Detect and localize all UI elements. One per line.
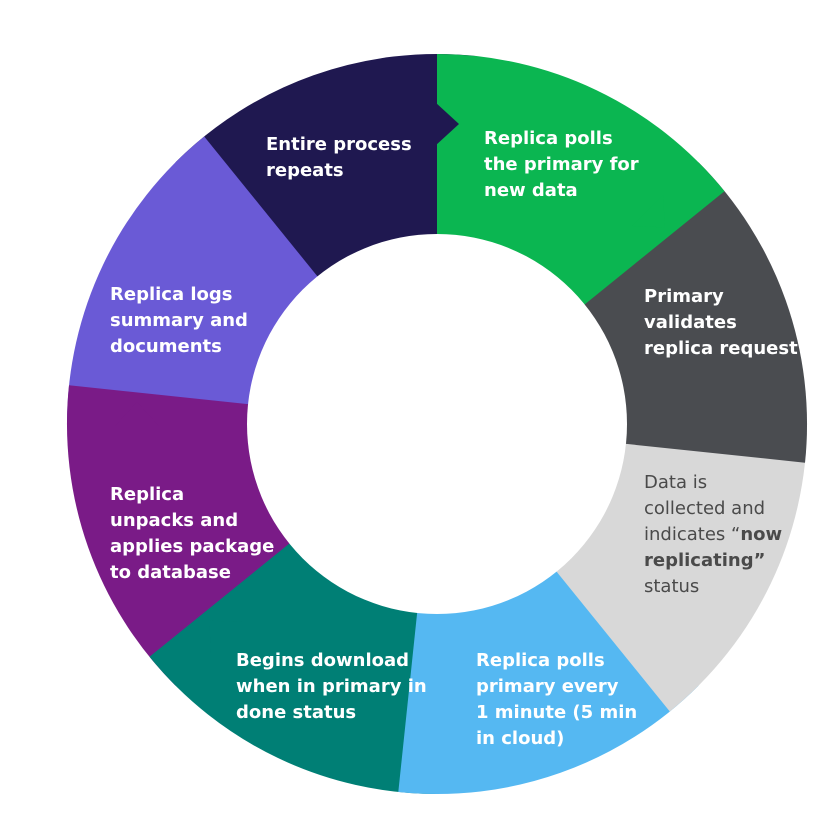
label-entire-process-repeats: Entire process repeats [266, 134, 412, 181]
label-data-collected-pre: Data is collected and indicates “ [644, 472, 766, 545]
label-now-replicating: now replicating” [644, 524, 783, 571]
label-primary-validates-replica-request: Primary validates replica request [644, 286, 798, 359]
label-begins-download: Begins download when in primary in done … [236, 650, 427, 723]
arrow-notch-s8 [435, 102, 459, 146]
label-replica-logs-summary: Replica logs summary and documents [110, 284, 248, 357]
label-replica-polls-every-minute: Replica polls primary every 1 minute (5 … [476, 650, 638, 749]
arrow-notch-s2 [715, 422, 759, 446]
arrow-notch-s1 [632, 194, 665, 228]
label-replica-unpacks-applies-package: Replica unpacks and applies package to d… [110, 484, 275, 583]
arrow-notch-s6 [115, 402, 159, 426]
label-replica-polls-primary-for-new-data: Replica polls the primary for new data [484, 128, 639, 201]
center-hole [247, 234, 627, 614]
arrow-notch-s5 [209, 620, 242, 654]
label-data-collected-now-replicating: Data is collected and indicates “now rep… [644, 470, 782, 600]
label-data-collected-post: status [644, 576, 700, 597]
arrow-notch-s4 [415, 702, 439, 746]
arrow-notch-s7 [207, 196, 241, 229]
arrow-notch-s3 [633, 619, 667, 652]
